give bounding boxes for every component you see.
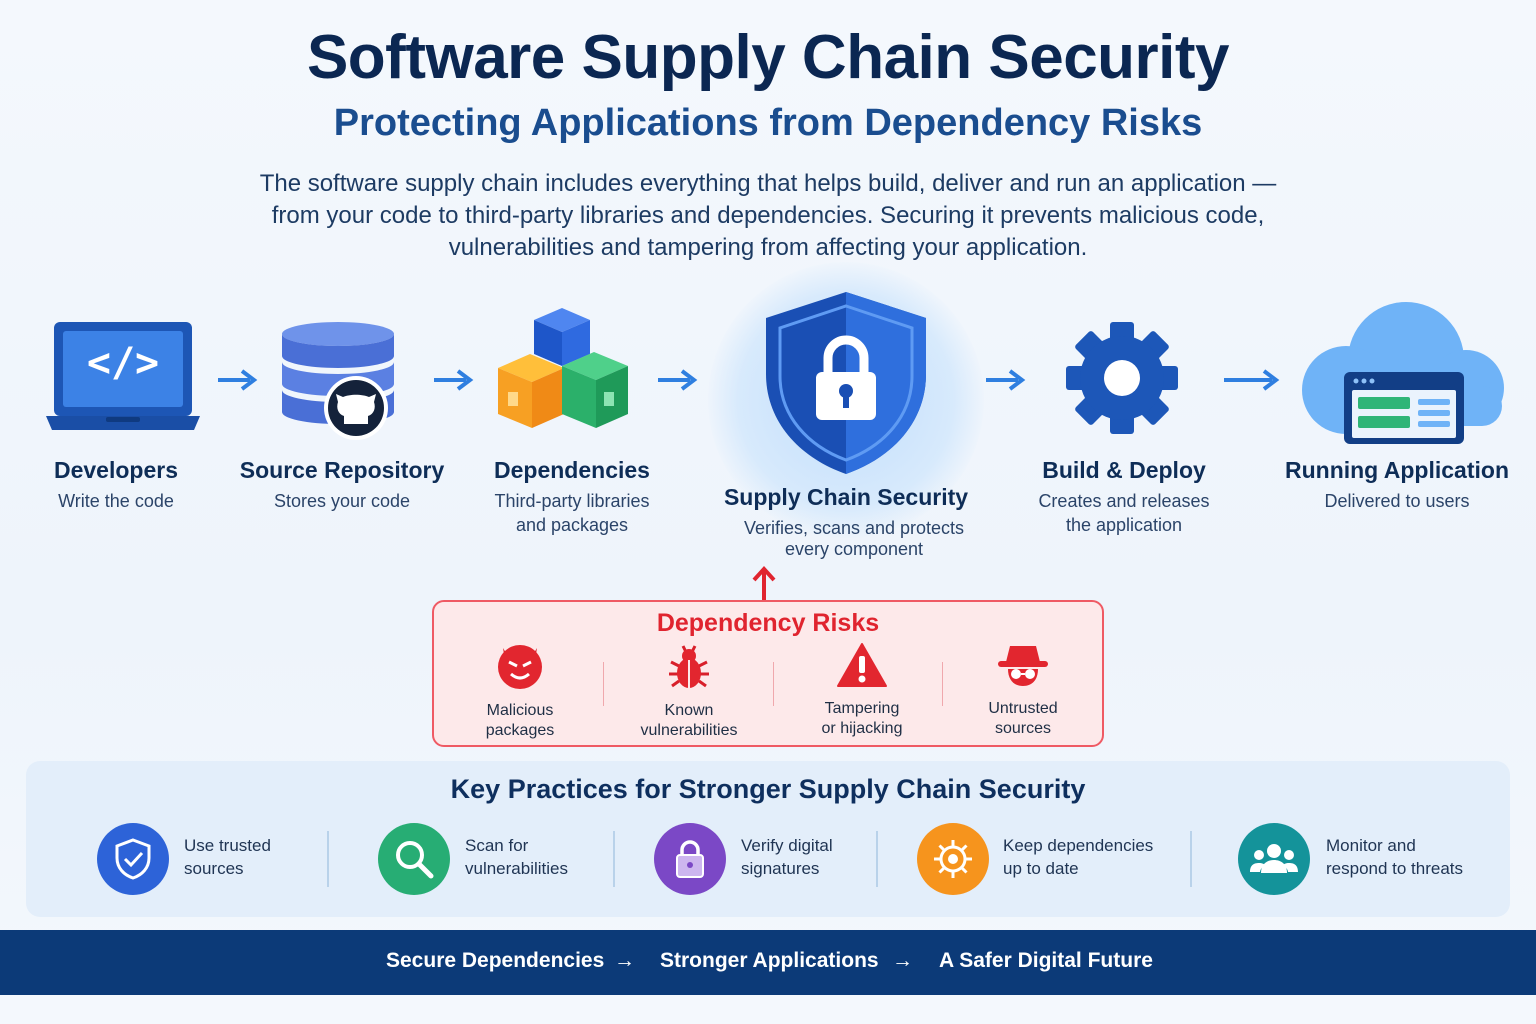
risk-divider: [942, 662, 943, 706]
risk-label-line: or hijacking: [821, 720, 903, 737]
stage-desc-security: Verifies, scans and protects every compo…: [706, 518, 1002, 560]
practice-divider: [1190, 831, 1192, 887]
practice-label-line: vulnerabilities: [465, 859, 568, 878]
risk-divider: [773, 662, 774, 706]
stage-title-developers: Developers: [53, 457, 178, 483]
package-blocks-icon: [494, 304, 632, 432]
stage-desc-running: Delivered to users: [1282, 489, 1512, 513]
stage-desc-line: Write the code: [58, 491, 174, 511]
footer-banner: [0, 930, 1536, 995]
risk-label-line: Known: [664, 702, 714, 719]
stage-desc-line: every component: [784, 539, 924, 559]
practice-label-line: Scan for: [465, 836, 529, 855]
practice-label-update: Keep dependencies up to date: [1003, 834, 1173, 880]
stage-title-repository: Source Repository: [239, 457, 445, 483]
practice-label-monitor: Monitor and respond to threats: [1326, 834, 1496, 880]
stage-desc-dependencies: Third-party libraries and packages: [462, 489, 682, 537]
practice-label-line: respond to threats: [1326, 859, 1464, 878]
gear-update-icon: [917, 823, 989, 895]
stage-desc-line: Verifies, scans and protects: [743, 518, 965, 538]
intro-text: The software supply chain includes every…: [230, 168, 1306, 264]
risk-label-line: Untrusted: [988, 700, 1058, 717]
risk-divider: [603, 662, 604, 706]
practice-divider: [327, 831, 329, 887]
practice-label-line: Use trusted: [184, 836, 271, 855]
flow-arrow-icon: [434, 369, 474, 391]
practice-label-line: Verify digital: [741, 836, 833, 855]
practice-label-scan: Scan for vulnerabilities: [465, 834, 635, 880]
intro-line: vulnerabilities and tampering from affec…: [448, 234, 1088, 261]
risk-up-arrow-icon: [752, 566, 776, 602]
dependency-risks-title: Dependency Risks: [656, 609, 880, 637]
flow-arrow-icon: [218, 369, 258, 391]
risk-label-line: vulnerabilities: [640, 722, 738, 739]
risk-item-tampering: Tampering or hijacking: [787, 642, 937, 739]
gear-icon: [1064, 320, 1180, 436]
stage-desc-line: Creates and releases: [1038, 491, 1210, 511]
users-icon: [1238, 823, 1310, 895]
practice-label-verify: Verify digital signatures: [741, 834, 911, 880]
cloud-app-icon: [1298, 298, 1508, 444]
risk-item-vulnerabilities: Known vulnerabilities: [614, 642, 764, 741]
magnifier-icon: [378, 823, 450, 895]
key-practices-title: Key Practices for Stronger Supply Chain …: [450, 774, 1086, 804]
risk-item-untrusted: Untrusted sources: [948, 642, 1098, 739]
code-glyph: </>: [86, 340, 160, 386]
database-repo-icon: [280, 320, 404, 442]
stage-title-dependencies: Dependencies: [494, 457, 650, 483]
spy-icon: [998, 646, 1048, 686]
stage-desc-build: Creates and releases the application: [1014, 489, 1234, 537]
stage-title-build: Build & Deploy: [1042, 457, 1206, 483]
stage-desc-repository: Stores your code: [232, 489, 452, 513]
flow-arrow-icon: [1224, 369, 1280, 391]
footer-item: Secure Dependencies: [386, 949, 605, 972]
stage-desc-line: Delivered to users: [1324, 491, 1470, 511]
bug-icon: [669, 645, 709, 688]
practice-label-line: sources: [184, 859, 244, 878]
stage-desc-developers: Write the code: [16, 489, 216, 513]
practice-divider: [876, 831, 878, 887]
lock-icon: [654, 823, 726, 895]
practice-label-trusted: Use trusted sources: [184, 834, 354, 880]
footer-arrow-icon: →: [892, 949, 913, 972]
shield-check-icon: [97, 823, 169, 895]
stage-desc-line: the application: [1065, 515, 1183, 535]
page-subtitle: Protecting Applications from Dependency …: [333, 102, 1203, 144]
practice-label-line: Keep dependencies: [1003, 836, 1154, 855]
stage-desc-line: and packages: [515, 515, 629, 535]
risk-label-line: Tampering: [824, 700, 900, 717]
flow-arrow-icon: [986, 369, 1026, 391]
intro-line: from your code to third-party libraries …: [271, 202, 1265, 229]
risk-label-line: packages: [485, 722, 555, 739]
stage-desc-line: Stores your code: [273, 491, 411, 511]
warning-icon: [837, 643, 887, 687]
devil-icon: [498, 645, 542, 689]
stage-title-running: Running Application: [1284, 457, 1509, 483]
page-title: Software Supply Chain Security: [306, 23, 1230, 92]
footer-item: A Safer Digital Future: [939, 949, 1153, 972]
intro-line: The software supply chain includes every…: [259, 170, 1277, 197]
practice-label-line: Monitor and: [1326, 836, 1416, 855]
risk-item-malicious: Malicious packages: [445, 642, 595, 741]
dependency-risks-panel: [432, 600, 1104, 747]
footer-arrow-icon: →: [614, 949, 635, 972]
shield-lock-icon: [760, 288, 932, 478]
footer-item: Stronger Applications: [660, 949, 879, 972]
practice-label-line: signatures: [741, 859, 820, 878]
flow-arrow-icon: [658, 369, 698, 391]
laptop-code-icon: </>: [44, 320, 202, 434]
practice-label-line: up to date: [1003, 859, 1079, 878]
risk-label-line: sources: [994, 720, 1052, 737]
practice-divider: [613, 831, 615, 887]
stage-desc-line: Third-party libraries: [494, 491, 650, 511]
risk-label-line: Malicious: [486, 702, 554, 719]
stage-title-security: Supply Chain Security: [723, 484, 969, 510]
